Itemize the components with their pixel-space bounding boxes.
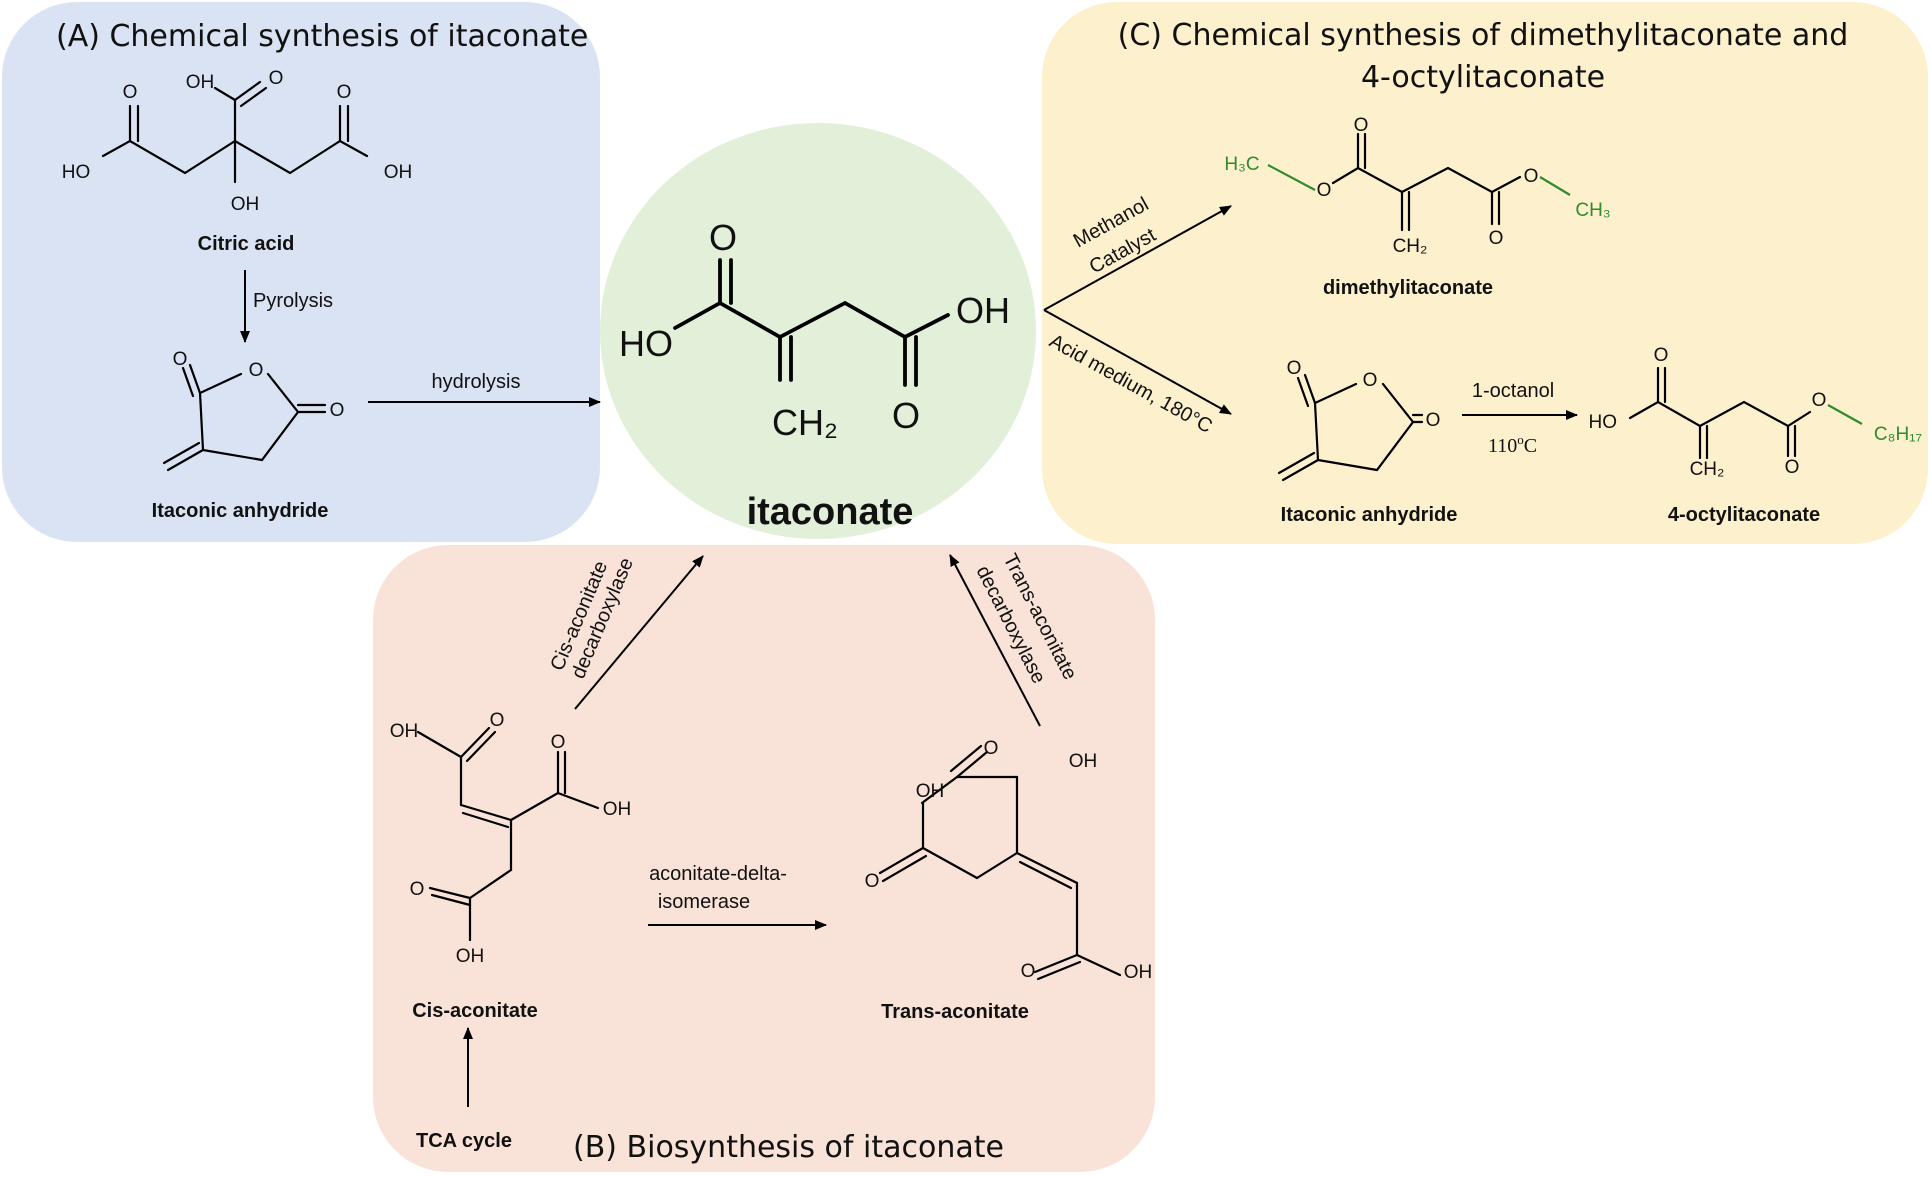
svg-text:O: O — [1021, 961, 1036, 982]
svg-text:OH: OH — [1069, 751, 1098, 772]
svg-text:O: O — [709, 217, 737, 258]
itaconate-center-circle — [600, 123, 1036, 539]
svg-text:OH: OH — [390, 721, 419, 742]
svg-text:CH₂: CH₂ — [1393, 236, 1428, 257]
panel-c-title-line2: 4-octylitaconate — [1361, 60, 1605, 95]
svg-text:O: O — [1654, 345, 1669, 366]
octylitaconate-label: 4-octylitaconate — [1668, 504, 1820, 526]
itaconic-anhydride-a-structure: O O O — [162, 349, 345, 472]
svg-text:C₈H₁₇: C₈H₁₇ — [1874, 424, 1922, 445]
acid-medium-arrow — [1043, 309, 1232, 415]
itaconic-anhydride-a-label: Itaconic anhydride — [152, 500, 329, 522]
trans-aconitate-label: Trans-aconitate — [881, 1001, 1029, 1023]
svg-text:HO: HO — [619, 323, 673, 364]
panel-b-background — [373, 545, 1155, 1172]
citric-acid-label: Citric acid — [198, 233, 295, 255]
cis-aconitate-structure: OH O O OH O OH — [390, 710, 632, 967]
svg-text:O: O — [865, 871, 880, 892]
svg-text:O: O — [1354, 115, 1369, 136]
svg-text:OH: OH — [1124, 962, 1153, 983]
svg-text:HO: HO — [1589, 412, 1618, 433]
svg-text:O: O — [1785, 457, 1800, 478]
octylitaconate-structure: HO O O O CH₂ C₈H₁₇ — [1589, 345, 1923, 480]
svg-text:OH: OH — [384, 162, 413, 183]
panel-a-background — [2, 2, 600, 542]
svg-text:O: O — [1287, 358, 1302, 379]
octanol-label: 1-octanol — [1472, 380, 1554, 402]
itaconate-structure: O HO OH O CH₂ — [619, 217, 1010, 443]
svg-text:O: O — [1812, 390, 1827, 411]
dimethylitaconate-structure: H₃C O O O O CH₃ CH₂ — [1224, 115, 1610, 257]
svg-text:O: O — [123, 82, 138, 103]
svg-text:OH: OH — [186, 72, 215, 93]
svg-text:O: O — [1317, 180, 1332, 201]
svg-text:OH: OH — [603, 799, 632, 820]
itaconic-anhydride-c-label: Itaconic anhydride — [1281, 504, 1458, 526]
panel-a-title: (A) Chemical synthesis of itaconate — [56, 19, 588, 54]
svg-text:HO: HO — [62, 162, 91, 183]
citric-acid-structure: O O OH O HO OH OH — [62, 68, 413, 215]
svg-text:O: O — [337, 82, 352, 103]
svg-text:O: O — [490, 710, 505, 731]
panel-c-background — [1042, 2, 1928, 544]
dimethylitaconate-label: dimethylitaconate — [1323, 277, 1493, 299]
svg-text:H₃C: H₃C — [1224, 154, 1259, 175]
svg-text:CH₃: CH₃ — [1575, 200, 1610, 221]
svg-text:O: O — [1489, 228, 1504, 249]
panel-b-title: (B) Biosynthesis of itaconate — [573, 1130, 1004, 1165]
svg-text:O: O — [173, 349, 188, 370]
trans-decarboxylase-arrow — [949, 554, 1041, 727]
svg-text:O: O — [892, 395, 920, 436]
isomerase-label-line1: aconitate-delta- — [649, 863, 787, 885]
tca-cycle-label: TCA cycle — [416, 1130, 512, 1152]
panel-c-title-line1: (C) Chemical synthesis of dimethylitacon… — [1118, 18, 1849, 53]
svg-text:OH: OH — [231, 194, 260, 215]
svg-text:CH₂: CH₂ — [1690, 459, 1725, 480]
svg-text:CH₂: CH₂ — [772, 402, 838, 443]
svg-text:O: O — [1426, 410, 1441, 431]
svg-text:O: O — [984, 738, 999, 759]
svg-text:O: O — [249, 360, 264, 381]
svg-text:O: O — [330, 400, 345, 421]
svg-text:OH: OH — [456, 946, 485, 967]
pyrolysis-label: Pyrolysis — [253, 290, 333, 312]
itaconate-label: itaconate — [747, 491, 914, 533]
temperature-label: 110oC — [1488, 432, 1537, 457]
trans-aconitate-structure: OH O OH O O OH — [865, 738, 1153, 983]
svg-text:O: O — [269, 68, 284, 89]
itaconic-anhydride-c-structure: O O O — [1277, 358, 1441, 482]
svg-text:OH: OH — [916, 781, 945, 802]
isomerase-label-line2: isomerase — [658, 891, 750, 913]
svg-text:OH: OH — [956, 290, 1010, 331]
svg-text:O: O — [551, 732, 566, 753]
methanol-arrow — [1043, 205, 1232, 311]
cis-decarboxylase-arrow — [574, 555, 704, 710]
svg-text:O: O — [1363, 370, 1378, 391]
cis-aconitate-label: Cis-aconitate — [412, 1000, 538, 1022]
svg-text:O: O — [410, 879, 425, 900]
svg-text:O: O — [1524, 166, 1539, 187]
hydrolysis-label: hydrolysis — [432, 371, 521, 393]
